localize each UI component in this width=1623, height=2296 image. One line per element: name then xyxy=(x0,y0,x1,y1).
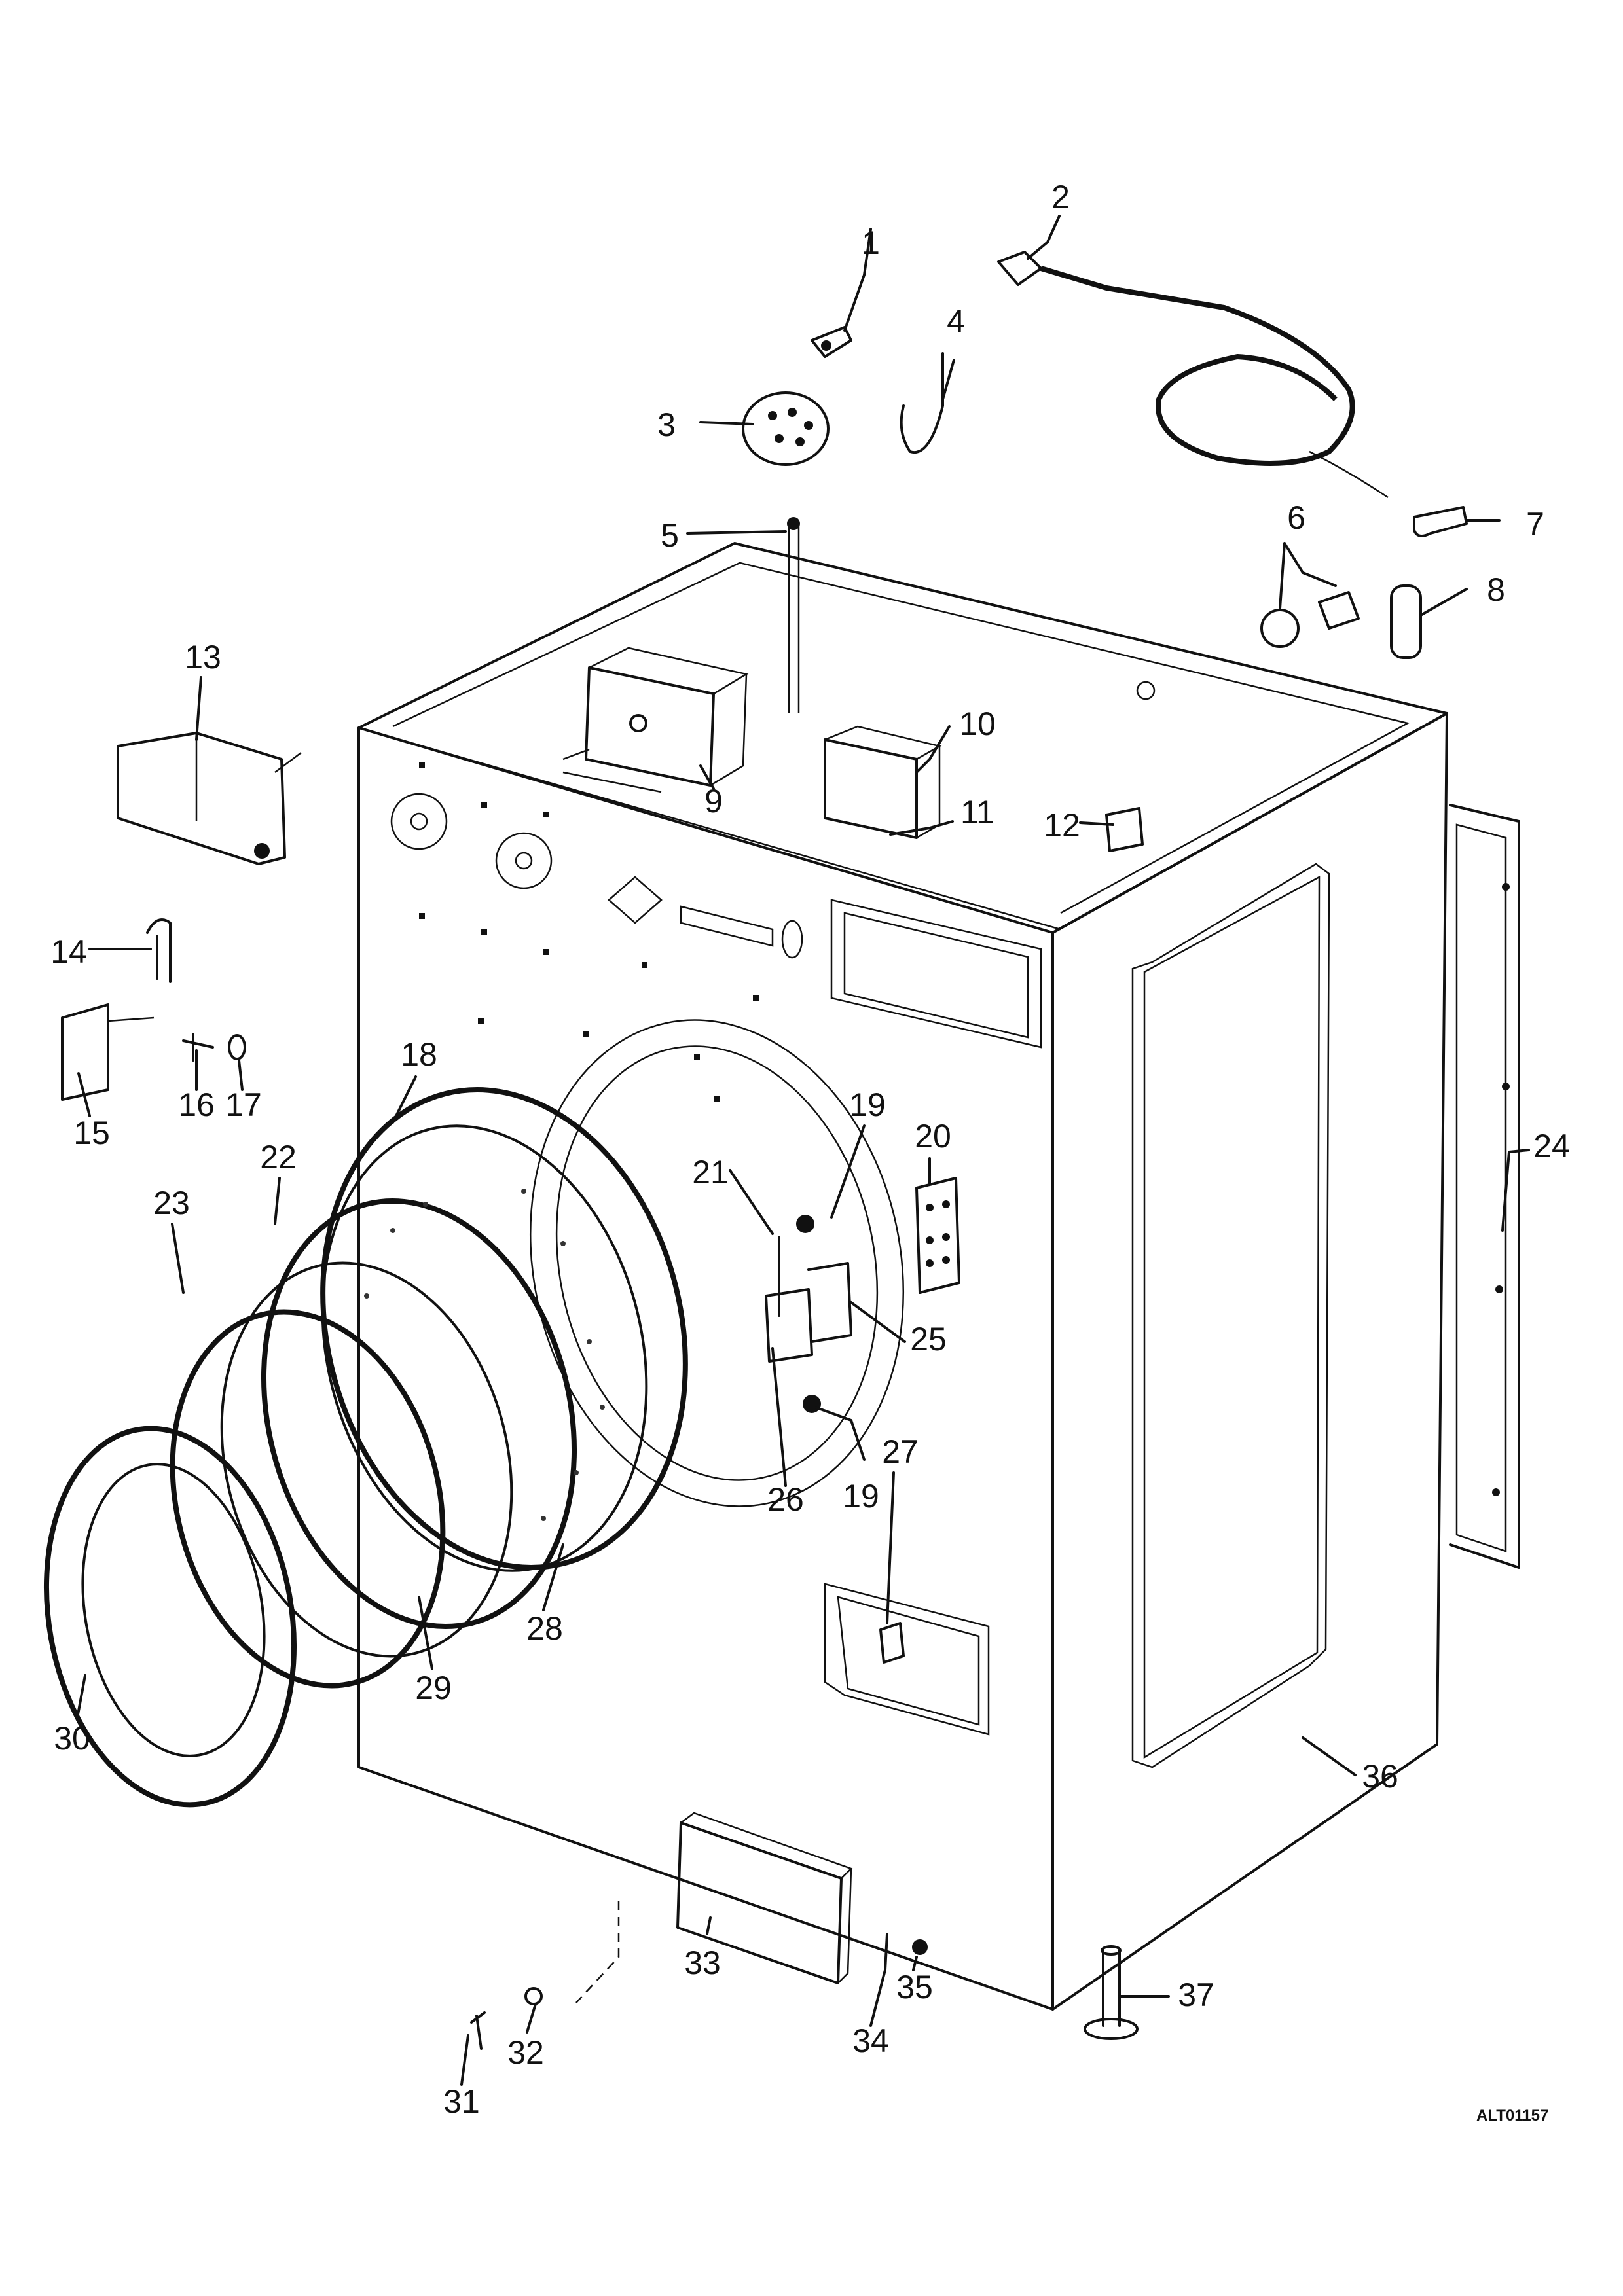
part-number-6: 6 xyxy=(1287,499,1305,536)
part-number-30: 30 xyxy=(54,1720,90,1757)
part-number-33: 33 xyxy=(684,1945,721,1981)
part-number-14: 14 xyxy=(50,933,87,970)
part-number-3: 3 xyxy=(657,406,676,443)
part-number-26: 26 xyxy=(767,1481,804,1518)
leader-lines xyxy=(76,215,1530,2086)
part-number-25: 25 xyxy=(910,1321,947,1357)
part-number-16: 16 xyxy=(178,1086,215,1123)
part-number-17: 17 xyxy=(225,1086,262,1123)
cabinet-body xyxy=(357,542,1520,2011)
part-number-28: 28 xyxy=(526,1610,563,1647)
part-number-37: 37 xyxy=(1178,1977,1214,2013)
part-number-1: 1 xyxy=(862,224,880,261)
part-number-10: 10 xyxy=(959,706,996,742)
part-number-21: 21 xyxy=(692,1154,729,1191)
part-number-34: 34 xyxy=(852,2022,889,2059)
part-number-29: 29 xyxy=(415,1670,452,1706)
part-number-5: 5 xyxy=(661,517,679,554)
part-number-12: 12 xyxy=(1044,807,1080,844)
part-number-8: 8 xyxy=(1487,571,1505,608)
part-number-labels: 1 2 3 4 5 6 7 8 9 10 11 12 13 14 15 16 1… xyxy=(50,179,1570,2125)
part-number-15: 15 xyxy=(73,1115,110,1151)
part-number-13: 13 xyxy=(185,639,221,675)
part-number-31: 31 xyxy=(443,2083,480,2120)
drawing-code: ALT01157 xyxy=(1476,2107,1548,2125)
part-number-19b: 19 xyxy=(843,1478,879,1515)
part-number-32: 32 xyxy=(507,2034,544,2071)
part-number-35: 35 xyxy=(896,1969,933,2005)
part-number-22: 22 xyxy=(260,1139,297,1175)
part-number-20: 20 xyxy=(915,1118,951,1155)
part-number-9: 9 xyxy=(704,783,723,819)
part-number-19a: 19 xyxy=(849,1086,886,1123)
part-number-27: 27 xyxy=(882,1433,919,1470)
part-number-11: 11 xyxy=(960,794,994,831)
part-number-23: 23 xyxy=(153,1185,190,1221)
part-drawings xyxy=(43,251,1468,2050)
part-number-7: 7 xyxy=(1526,506,1544,543)
part-number-36: 36 xyxy=(1362,1758,1398,1795)
part-number-24: 24 xyxy=(1533,1128,1570,1164)
part-number-2: 2 xyxy=(1051,179,1070,215)
part-number-18: 18 xyxy=(401,1036,437,1073)
part-number-4: 4 xyxy=(947,303,965,340)
